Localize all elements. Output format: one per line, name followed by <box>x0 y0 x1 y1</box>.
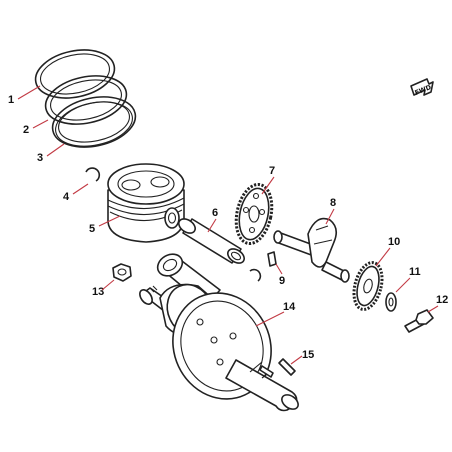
callout-number-13: 10 <box>388 236 400 248</box>
callout-number-1: 15 <box>302 349 314 361</box>
callout-number-7: 2 <box>23 124 29 136</box>
callout-14: 11 <box>395 266 421 293</box>
crankshaft <box>139 253 299 412</box>
callout-5: 4 <box>63 183 89 203</box>
callout-number-4: 5 <box>89 223 95 235</box>
callout-13: 10 <box>375 236 400 267</box>
callout-2: 14 <box>255 301 296 327</box>
callout-15: 12 <box>427 294 448 313</box>
pin-circlip <box>249 268 262 282</box>
callout-number-6: 1 <box>8 94 14 106</box>
callout-6: 1 <box>8 85 41 106</box>
callout-layer: 1 2 3 4 5 6 7 8 <box>8 85 448 365</box>
callout-3: 6 <box>207 207 218 233</box>
callout-8: 3 <box>37 143 65 164</box>
crank-pin <box>278 358 296 376</box>
callout-number-10: 7 <box>269 165 275 177</box>
callout-1: 15 <box>290 349 314 365</box>
piston-ring-top <box>34 49 116 99</box>
callout-12: 8 <box>325 197 336 225</box>
callout-number-8: 3 <box>37 152 43 164</box>
callout-number-3: 6 <box>212 207 218 219</box>
piston <box>107 163 185 243</box>
callout-10: 7 <box>261 165 275 195</box>
callout-7: 2 <box>23 119 49 136</box>
callout-9: 13 <box>92 279 115 298</box>
balancer-shaft <box>273 217 350 283</box>
callout-4: 5 <box>89 215 121 235</box>
callout-number-11: 9 <box>279 275 285 287</box>
callout-number-2: 14 <box>283 301 296 313</box>
oil-ring <box>51 96 137 148</box>
callout-number-9: 13 <box>92 286 104 298</box>
piston-pin <box>178 218 245 264</box>
fwd-direction-badge: FWD <box>410 78 434 97</box>
callout-number-14: 11 <box>409 266 421 278</box>
circlip <box>85 167 101 182</box>
callout-number-12: 8 <box>330 197 336 209</box>
callout-number-5: 4 <box>63 191 70 203</box>
bolt <box>404 309 434 333</box>
callout-number-15: 12 <box>436 294 448 306</box>
balancer-drive-gear <box>234 182 274 246</box>
callout-11: 9 <box>275 263 285 287</box>
piston-ring-second <box>44 75 128 125</box>
key <box>267 251 277 267</box>
washer <box>385 292 397 312</box>
balancer-driven-gear <box>352 261 384 311</box>
nut <box>112 263 132 282</box>
